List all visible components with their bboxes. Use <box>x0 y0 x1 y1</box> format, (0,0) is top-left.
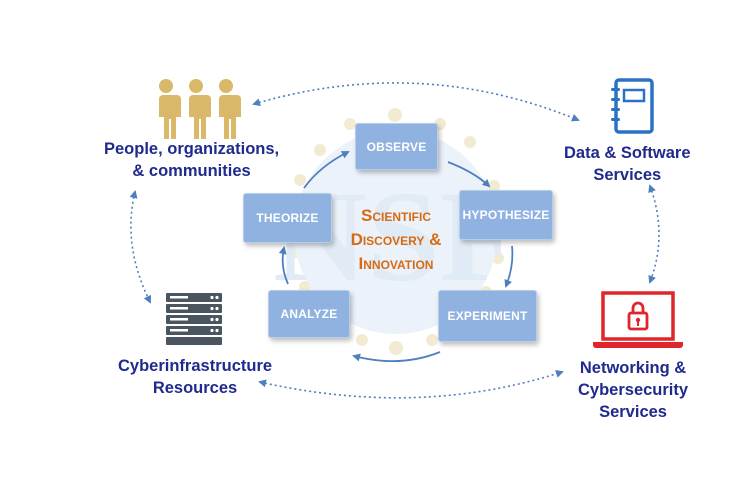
data-software-label-line1: Data & Software <box>564 144 691 162</box>
data-software-label: Data & Software Services <box>564 142 691 186</box>
center-title-line2: Discovery & <box>350 230 442 249</box>
cyberinfrastructure-label: Cyberinfrastructure Resources <box>118 355 272 399</box>
arrow-analyze-to-theorize <box>278 246 289 285</box>
arrow-experiment-to-analyze <box>352 351 441 363</box>
networking-label-line2: Cybersecurity <box>578 381 689 399</box>
experiment-box: EXPERIMENT <box>438 290 537 342</box>
cycle-arrows <box>278 151 514 363</box>
theorize-label: THEORIZE <box>256 211 319 225</box>
data-software-label-line2: Services <box>593 166 662 184</box>
arrow-observe-to-hypothesize <box>447 161 491 188</box>
connector-data-network <box>648 184 660 284</box>
center-title-line1: Scientific <box>360 206 431 225</box>
analyze-label: ANALYZE <box>280 307 338 321</box>
people-label-line1: People, organizations, <box>104 140 280 158</box>
experiment-label: EXPERIMENT <box>447 309 528 323</box>
theorize-box: THEORIZE <box>243 193 332 243</box>
people-icon <box>155 79 241 139</box>
arrow-hypothesize-to-experiment <box>504 245 514 288</box>
analyze-box: ANALYZE <box>268 290 350 338</box>
networking-label-line1: Networking & <box>579 359 687 377</box>
connector-people-cyber <box>129 190 151 304</box>
observe-box: OBSERVE <box>355 123 438 170</box>
people-label-line2: & communities <box>132 162 251 180</box>
connector-cyber-network <box>258 370 564 399</box>
server-rack-icon <box>166 293 222 345</box>
laptop-lock-icon <box>593 291 683 348</box>
hypothesize-box: HYPOTHESIZE <box>459 190 553 240</box>
center-title-line3: Innovation <box>358 254 434 273</box>
connector-people-data <box>252 82 580 122</box>
hypothesize-label: HYPOTHESIZE <box>462 208 550 222</box>
arrow-theorize-to-observe <box>303 151 350 189</box>
observe-label: OBSERVE <box>366 139 427 154</box>
people-label: People, organizations, & communities <box>104 138 279 182</box>
outer-connectors <box>129 82 660 399</box>
center-title: Scientific Discovery & Innovation <box>328 204 464 276</box>
networking-label: Networking & Cybersecurity Services <box>578 357 688 423</box>
cyberinfrastructure-label-line2: Resources <box>152 379 238 397</box>
networking-label-line3: Services <box>599 403 667 421</box>
cyberinfrastructure-label-line1: Cyberinfrastructure <box>118 357 273 375</box>
notebook-icon <box>611 78 654 134</box>
